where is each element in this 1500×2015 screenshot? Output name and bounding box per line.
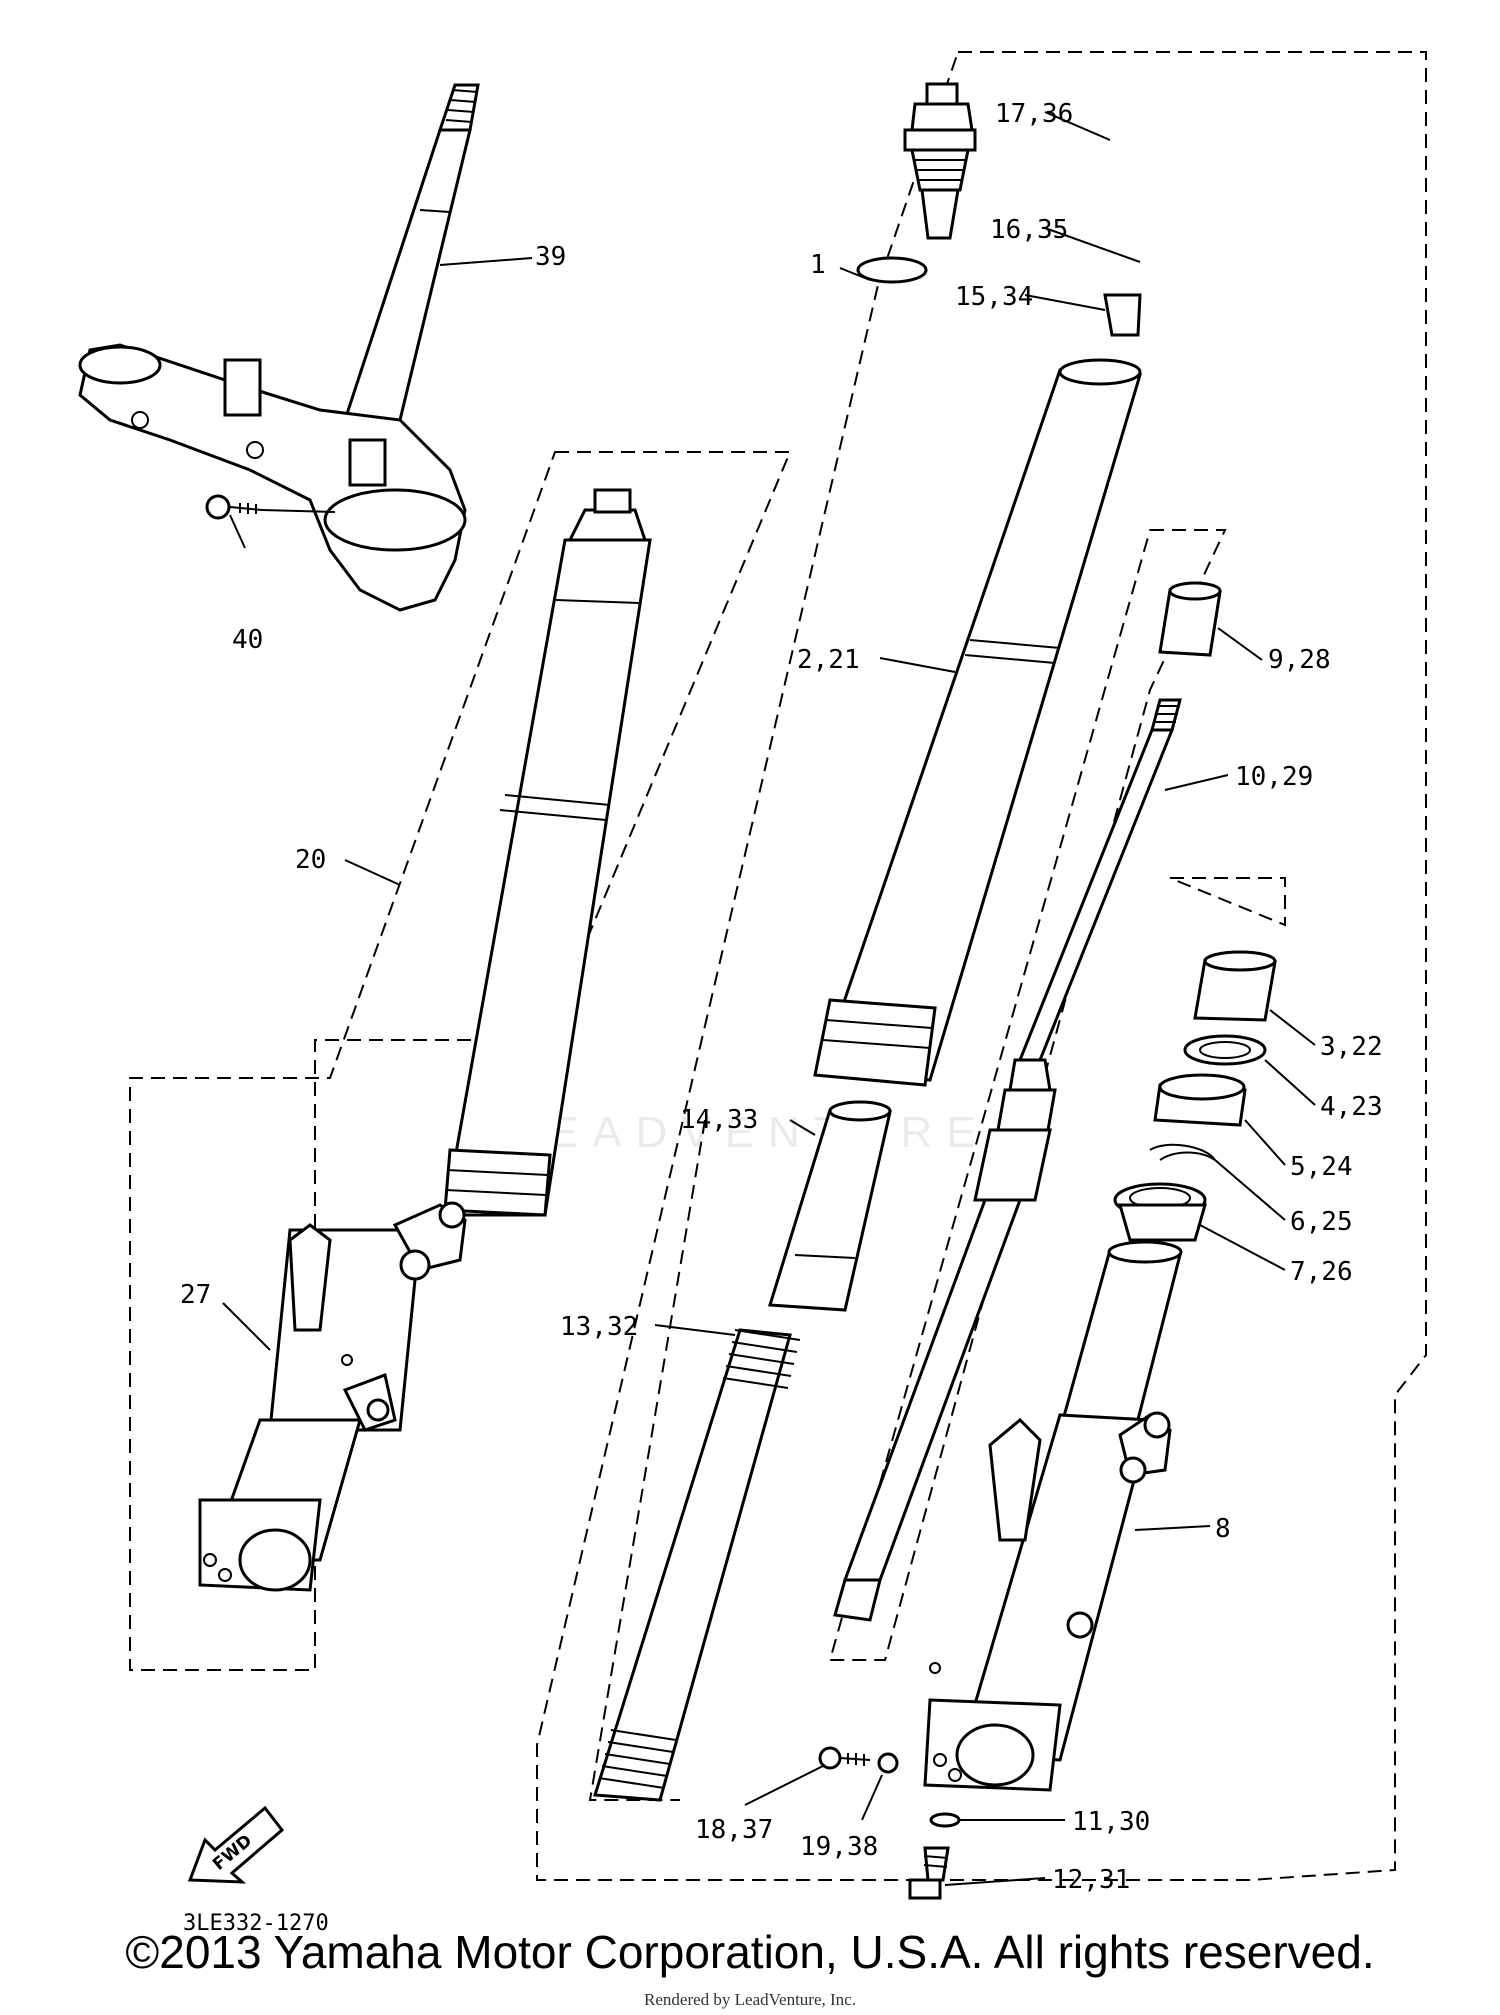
leadventure-watermark: LEADVENTURE [510,1108,990,1157]
inner-tube-2-21 [813,358,1142,1087]
label-40: 40 [232,625,263,655]
label-16-35: 16,35 [990,215,1068,245]
gasket-11-30 [929,1812,961,1828]
label-18-37: 18,37 [695,1815,773,1845]
bushing-14-33 [768,1100,892,1312]
label-17-36: 17,36 [995,99,1073,129]
rendered-by-notice: Rendered by LeadVenture, Inc. [644,1990,856,2009]
steering-stem-39 [342,83,480,422]
label-1: 1 [810,250,826,280]
label-20: 20 [295,845,326,875]
label-7-26: 7,26 [1290,1257,1353,1287]
o-ring-16-35 [856,256,928,284]
dust-seal-7-26 [1113,1182,1207,1242]
collar-9-28 [1158,581,1222,657]
group-boundary-right-fork [536,51,1427,1881]
label-6-25: 6,25 [1290,1207,1353,1237]
label-10-29: 10,29 [1235,762,1313,792]
left-outer-tube-27 [198,1201,467,1592]
fwd-arrow-badge: FWD [187,1805,285,1884]
label-4-23: 4,23 [1320,1092,1383,1122]
label-14-33: 14,33 [680,1105,758,1135]
label-5-24: 5,24 [1290,1152,1353,1182]
label-39: 39 [535,242,566,272]
label-11-30: 11,30 [1072,1807,1150,1837]
bolt-40 [205,494,336,520]
label-3-22: 3,22 [1320,1032,1383,1062]
label-12-31: 12,31 [1052,1865,1130,1895]
spring-13-32 [593,1328,801,1802]
diagram-reference-code: 3LE332-1270 [183,1911,329,1936]
label-9-28: 9,28 [1268,645,1331,675]
clip-6-25 [1149,1143,1216,1161]
outer-tube-8 [923,1240,1183,1792]
label-15-34: 15,34 [955,282,1033,312]
washer-19-38 [877,1752,899,1774]
label-13-32: 13,32 [560,1312,638,1342]
label-8: 8 [1215,1514,1231,1544]
slide-metal-3-22 [1193,950,1277,1022]
damper-rod-10-29 [833,698,1182,1622]
lower-bracket [78,343,467,612]
label-2-21: 2,21 [797,645,860,675]
oil-seal-5-24 [1153,1073,1247,1127]
left-inner-tube [443,488,652,1217]
cap-bolt-17-36 [903,82,977,240]
label-27: 27 [180,1280,211,1310]
washer-4-23 [1183,1034,1267,1066]
leader-lines [222,111,1316,1886]
spacer-15-34 [1103,293,1142,337]
label-19-38: 19,38 [800,1832,878,1862]
copyright-notice: ©2013 Yamaha Motor Corporation, U.S.A. A… [125,1926,1375,1978]
drain-bolt-12-31 [908,1846,950,1900]
bolt-18-37 [818,1746,871,1770]
group-boundary-seals [1169,877,1286,927]
group-boundary-left-fork [129,451,792,1671]
